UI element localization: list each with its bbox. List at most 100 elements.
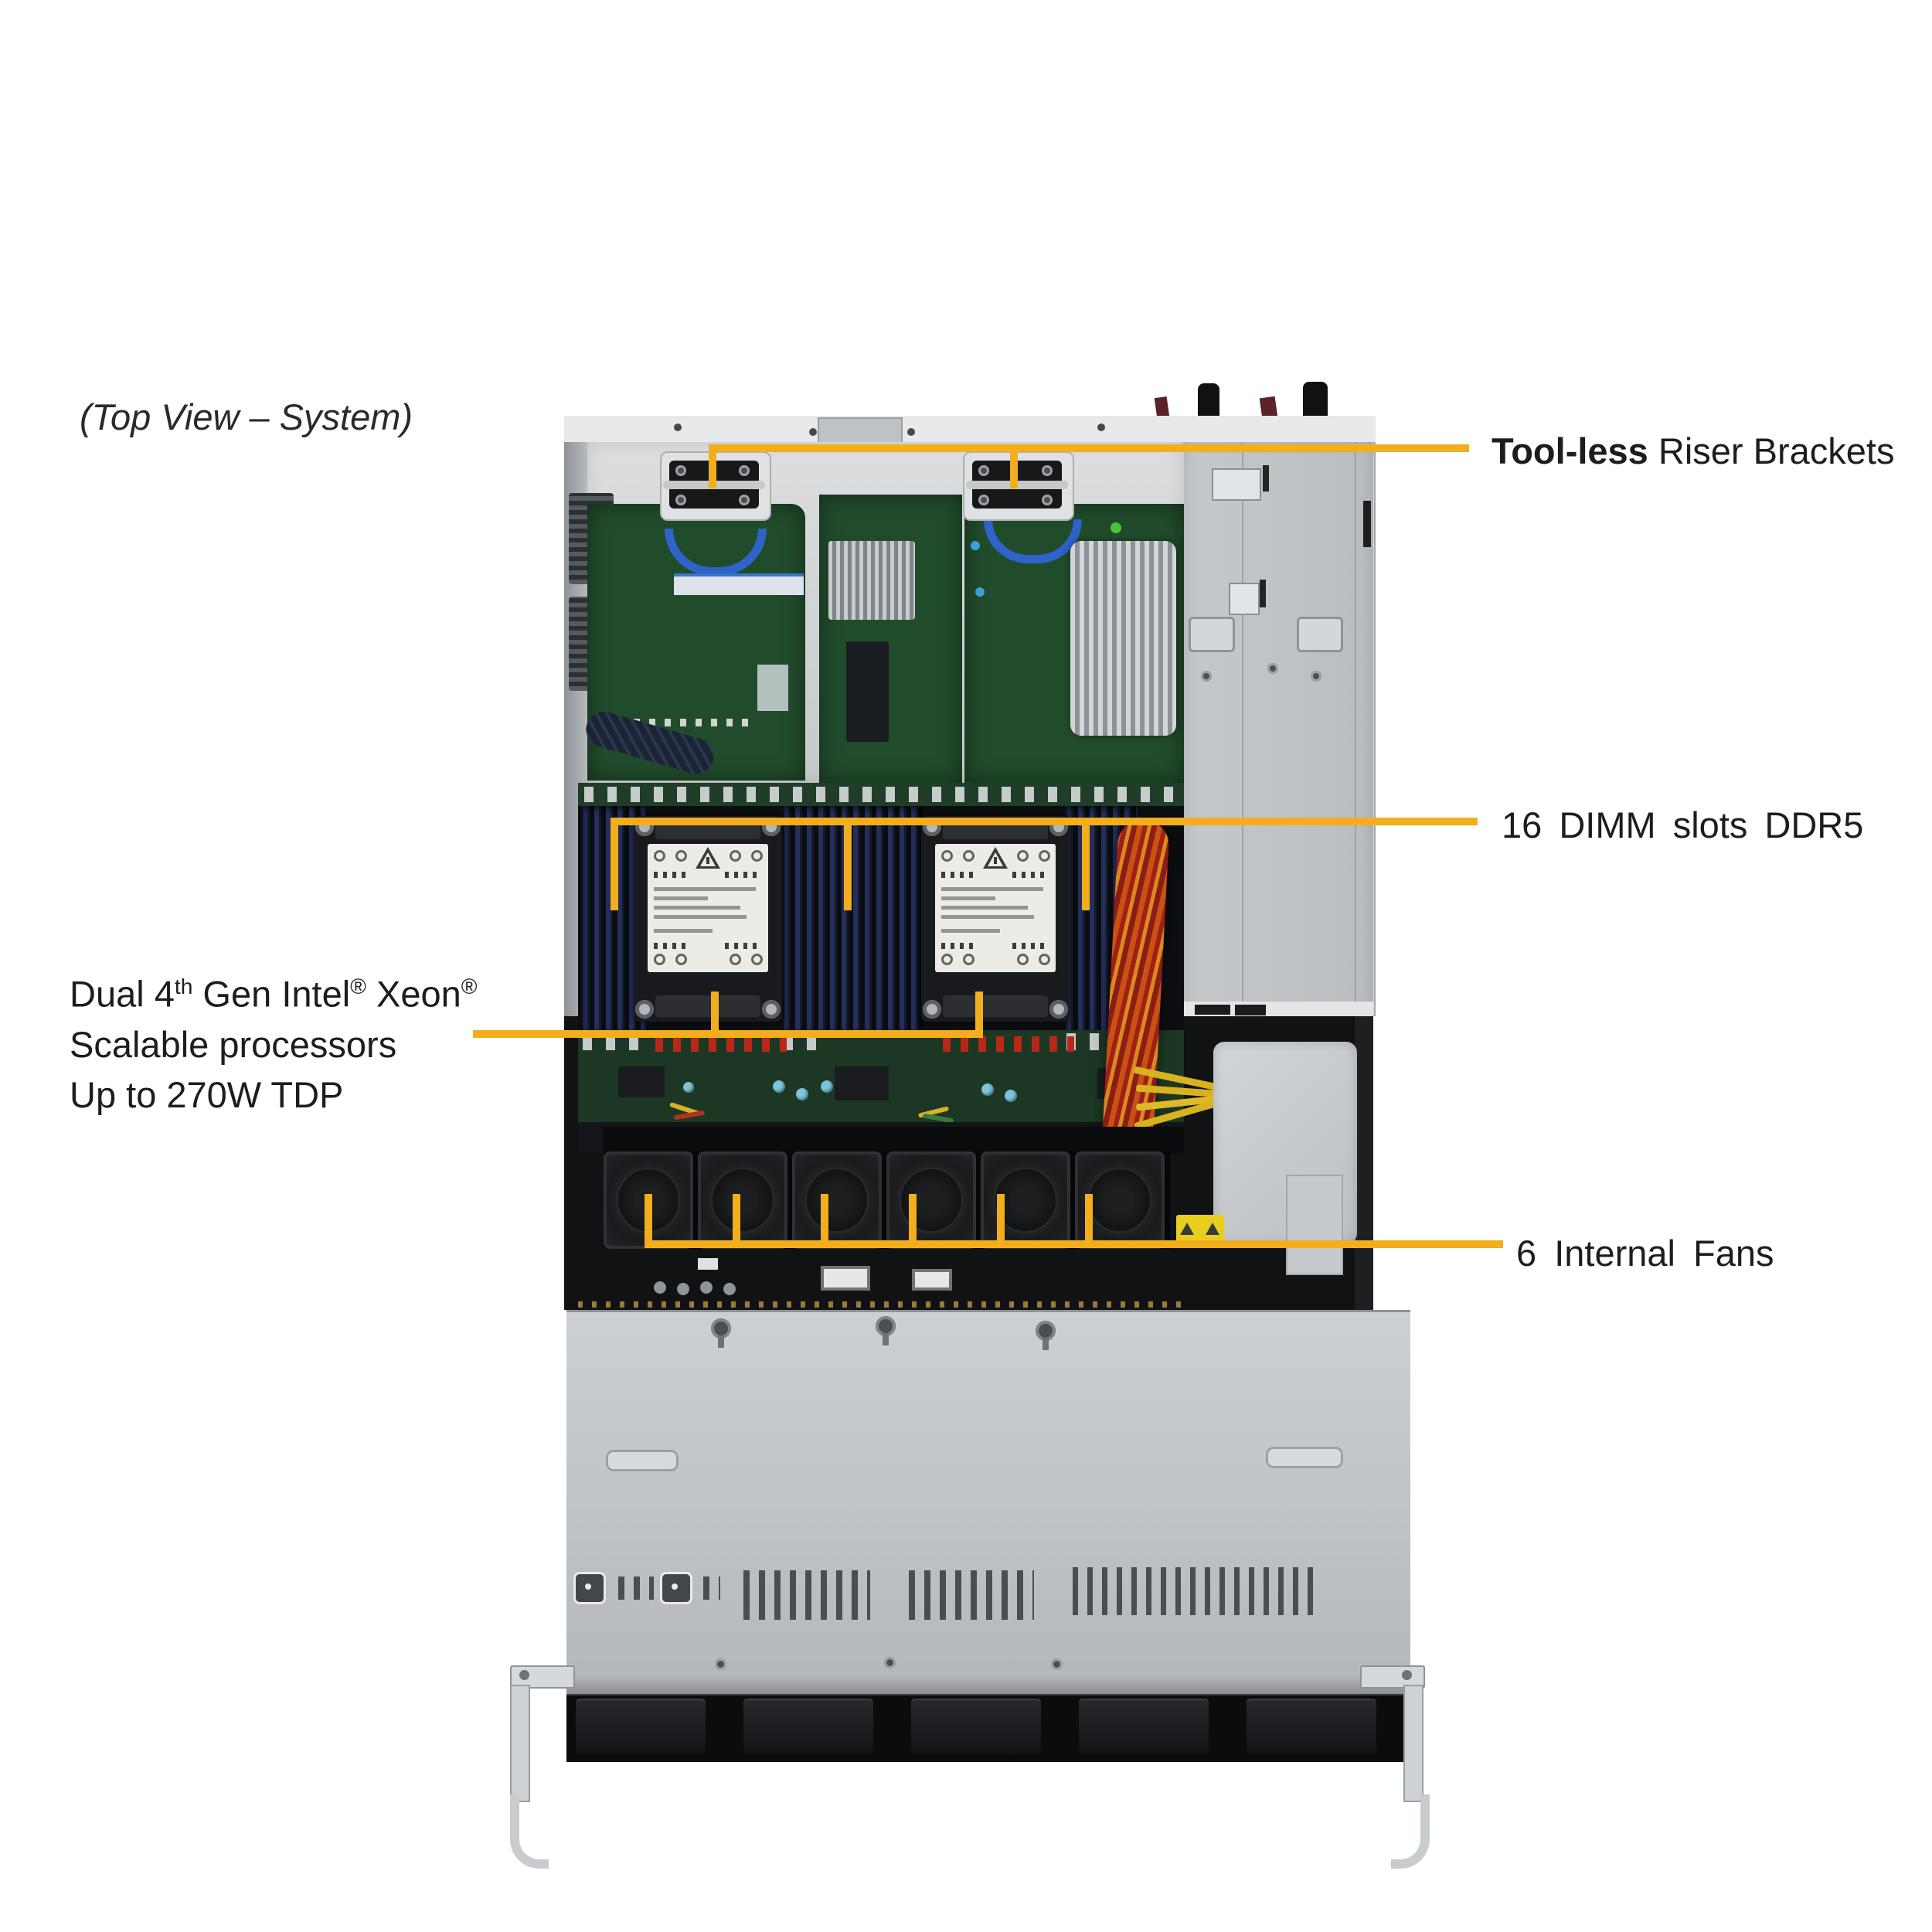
rear-screw (809, 428, 817, 436)
riser-card-label (674, 573, 804, 595)
capacitor (1005, 1090, 1017, 1102)
vent-slots (618, 1577, 654, 1600)
fan-rotor (710, 1167, 775, 1233)
socket-screw (1049, 1000, 1068, 1019)
psu-latch (1260, 580, 1266, 607)
label-text-line (654, 896, 708, 900)
label-screw-hole (963, 850, 975, 862)
ear-top-plate (1360, 1665, 1425, 1689)
cpu-callout-line (473, 1030, 983, 1038)
label-screw-hole (654, 954, 665, 965)
pin-fin-heatsink (828, 541, 915, 620)
psu-bay-seam (1355, 442, 1356, 1016)
bracket-screw (675, 495, 686, 505)
label-text-line (654, 887, 756, 891)
ear-hook (510, 1794, 549, 1869)
standoff (677, 1283, 689, 1295)
label-screw-hole (675, 850, 687, 862)
bracket-screw (1042, 495, 1053, 505)
psu-cutout (1229, 583, 1260, 615)
dimm-callout-drop (844, 818, 852, 910)
ear-screw (519, 1670, 529, 1680)
label-screw-hole (730, 954, 741, 965)
fans-callout-tick (909, 1194, 917, 1248)
label-marks (941, 943, 978, 949)
label-marks (654, 943, 691, 949)
label-riser-brackets: Tool-less Riser Brackets (1492, 430, 1894, 472)
psu-latch (1263, 465, 1269, 492)
capacitor (773, 1080, 785, 1093)
power-connector (912, 1269, 952, 1291)
drive-tray (1079, 1699, 1209, 1754)
label-screw-hole (654, 850, 665, 862)
rear-screw (907, 428, 915, 436)
drive-tray (743, 1699, 873, 1754)
socket-screw (923, 1000, 941, 1019)
psu-edge-slot (1363, 501, 1371, 547)
mobo-connector (835, 1066, 889, 1100)
pcb-component (618, 719, 757, 726)
dimm-bank (784, 806, 923, 1030)
ear-arm (510, 1685, 530, 1802)
cover-screw (884, 1657, 896, 1668)
psu-screw (1201, 671, 1212, 682)
pcie-slot (846, 641, 889, 742)
dimm-callout-drop (1082, 818, 1090, 910)
standoff (723, 1283, 736, 1295)
label-text-line (654, 929, 713, 933)
fan-cable-shadow (604, 1127, 1184, 1153)
label-screw-hole (941, 850, 953, 862)
cover-keyhole-screw (876, 1316, 896, 1345)
label-screw-hole (751, 850, 763, 862)
cpu-callout-riser (711, 992, 719, 1038)
drive-cage-cover (566, 1310, 1410, 1696)
cover-handle-slot (1266, 1447, 1343, 1468)
label-screw-hole (1017, 954, 1029, 965)
cover-screw (715, 1658, 726, 1670)
label-processors: Dual 4th Gen Intel® Xeon® Scalable proce… (70, 961, 478, 1120)
capacitor (683, 1082, 694, 1093)
fan-rotor (804, 1167, 869, 1233)
capacitor (796, 1088, 808, 1100)
psu-cutout (1212, 468, 1261, 501)
pcb-capacitor (975, 587, 985, 597)
ear-arm (1403, 1685, 1423, 1802)
label-riser-rest: Riser Brackets (1648, 430, 1895, 471)
caption-top-view: (Top View – System) (80, 396, 413, 437)
riser-callout-drop (709, 444, 716, 488)
fan (1075, 1151, 1165, 1249)
psu-pull-handle (1297, 617, 1343, 652)
fan-row (604, 1151, 1170, 1249)
socket-retention-bar (655, 995, 760, 1017)
socket-screw (635, 1000, 654, 1019)
label-screw-hole (730, 850, 741, 862)
fan (792, 1151, 882, 1249)
dimm-callout-drop (611, 818, 618, 910)
bracket-screw (1042, 465, 1053, 476)
riser-callout-line (709, 444, 1469, 452)
warning-triangle-icon (696, 847, 720, 869)
label-screw-hole (1039, 954, 1050, 965)
psu-bay (1184, 442, 1373, 1016)
label-marks (654, 872, 691, 878)
standoff (700, 1281, 713, 1294)
dimm-callout-line (611, 818, 1478, 825)
riser-callout-drop (1010, 444, 1018, 488)
label-text-line (941, 887, 1043, 891)
label-marks (1012, 943, 1049, 949)
cover-latch (660, 1572, 692, 1604)
label-marks (1012, 872, 1049, 878)
label-text-line (941, 896, 995, 900)
warning-triangle-icon (1180, 1223, 1194, 1235)
label-screw-hole (1039, 850, 1050, 862)
cover-handle-slot (606, 1450, 679, 1471)
label-processors-line3: Up to 270W TDP (70, 1073, 344, 1115)
cpu-socket-2 (921, 816, 1070, 1022)
warning-triangle-icon (1206, 1223, 1219, 1235)
cpu-socket-1 (634, 816, 782, 1022)
fans-callout-tick (733, 1194, 740, 1248)
psu-backplane-strip (1184, 1002, 1373, 1017)
cover-keyhole-screw (711, 1318, 731, 1348)
label-riser-bold: Tool-less (1492, 430, 1648, 471)
